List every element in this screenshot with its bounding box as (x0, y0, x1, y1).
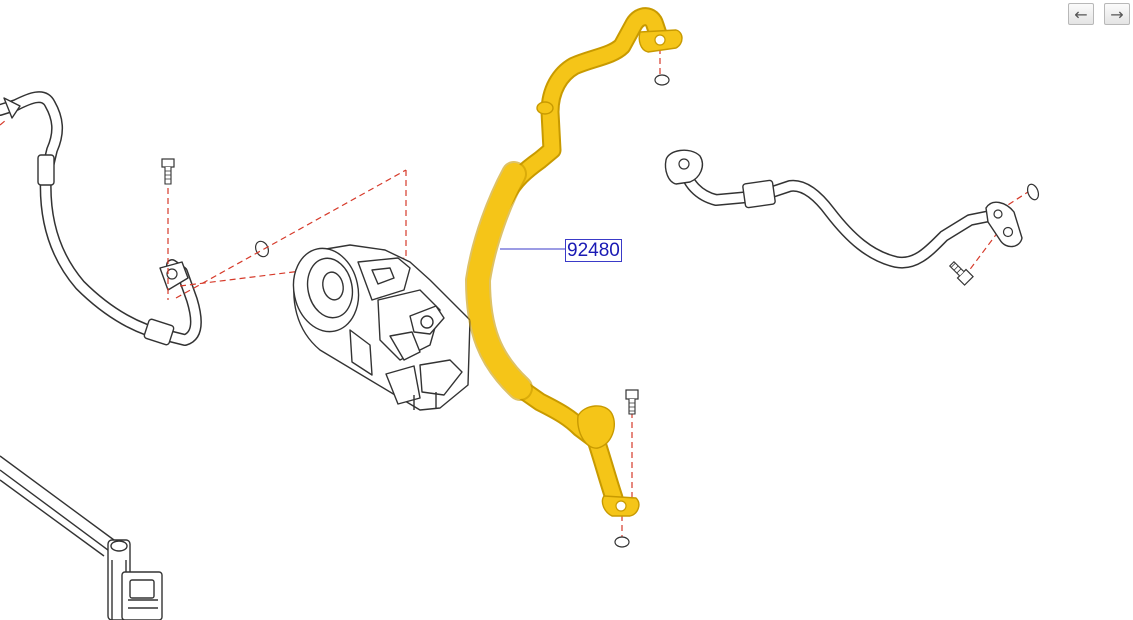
seal-ring-icon (654, 74, 670, 86)
condenser (0, 455, 163, 620)
seal-ring-icon (614, 536, 630, 548)
hose-sleeve (143, 318, 175, 346)
hose-sleeve (37, 154, 55, 186)
ac-compressor (292, 244, 471, 411)
next-arrow-button[interactable]: → (1104, 3, 1130, 25)
part-number-label-92480[interactable]: 92480 (565, 239, 622, 262)
previous-arrow-button[interactable]: ← (1068, 3, 1094, 25)
left-hose-assembly (0, 91, 202, 346)
bolt-icon (948, 260, 974, 286)
highlighted-hose-92480 (465, 7, 683, 517)
bolt-icon (161, 158, 175, 185)
seal-ring-icon (1026, 183, 1040, 201)
seal-ring-icon (254, 240, 270, 258)
hose-sleeve (742, 179, 776, 209)
bolt-icon (625, 389, 639, 415)
right-hose-assembly (664, 149, 1023, 269)
assembly-guide-lines (0, 48, 1029, 538)
